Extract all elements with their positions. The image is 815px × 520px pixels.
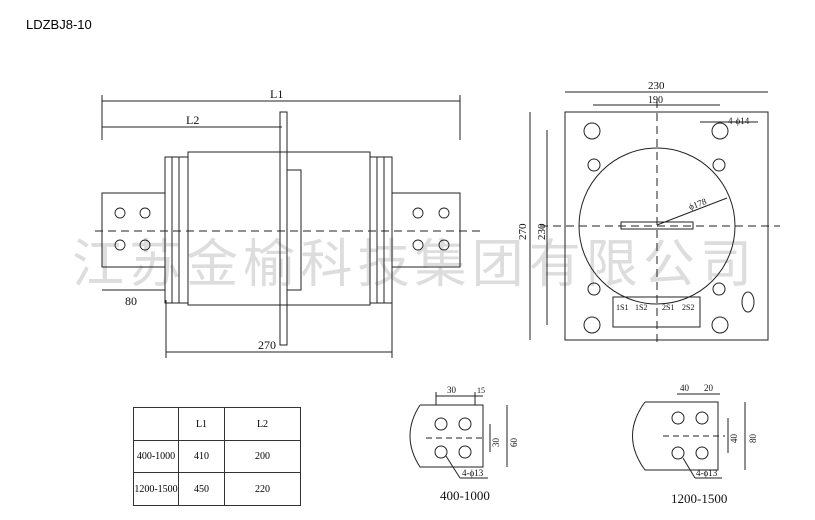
dim-230-v: 230 (536, 223, 548, 240)
table-cell: 220 (224, 472, 301, 506)
terminal-1s1: 1S1 (616, 303, 628, 312)
hole-label: 4-ϕ13 (696, 468, 718, 478)
front-view: 230 190 4-ϕ14 ϕ178 270 230 1S1 1S2 2S1 2… (517, 80, 780, 345)
table-cell: 400-1000 (133, 440, 179, 473)
watermark: 江苏金榆科技集团有限公司 (72, 235, 752, 295)
terminal-2s2: 2S2 (682, 303, 694, 312)
dim-80: 80 (125, 294, 137, 308)
dim: 30 (491, 438, 501, 448)
model-title: LDZBJ8-10 (26, 17, 92, 32)
terminal-label: 400-1000 (440, 488, 490, 503)
table-header (133, 407, 179, 441)
terminal-label: 1200-1500 (671, 491, 727, 506)
dim: 60 (509, 438, 519, 448)
dim: 80 (748, 434, 758, 444)
table-header: L2 (224, 407, 301, 441)
dim: 15 (477, 386, 485, 395)
dim-L2: L2 (186, 113, 199, 127)
table-header: L1 (178, 407, 225, 441)
dim: 40 (729, 434, 739, 444)
table-cell: 1200-1500 (133, 472, 179, 506)
dim: 20 (704, 383, 714, 393)
table-cell: 450 (178, 472, 225, 506)
table-cell: 200 (224, 440, 301, 473)
terminal-1s2: 1S2 (635, 303, 647, 312)
hole-label: 4-ϕ13 (462, 468, 484, 478)
dim-270: 270 (258, 338, 276, 352)
dim-230: 230 (648, 80, 665, 92)
dim-190: 190 (648, 95, 663, 106)
table-cell: 410 (178, 440, 225, 473)
dim: 40 (680, 383, 690, 393)
hole-label: 4-ϕ14 (728, 116, 750, 126)
dim: 30 (447, 385, 457, 395)
dim-270-v: 270 (517, 223, 529, 240)
terminal-detail-small: 30 15 30 60 4-ϕ13 400-1000 (409, 385, 519, 503)
dim-L1: L1 (270, 87, 283, 101)
side-view: L1 L2 80 270 (95, 87, 485, 358)
terminal-2s1: 2S1 (662, 303, 674, 312)
terminal-detail-large: 40 20 40 80 4-ϕ13 1200-1500 (632, 383, 758, 506)
